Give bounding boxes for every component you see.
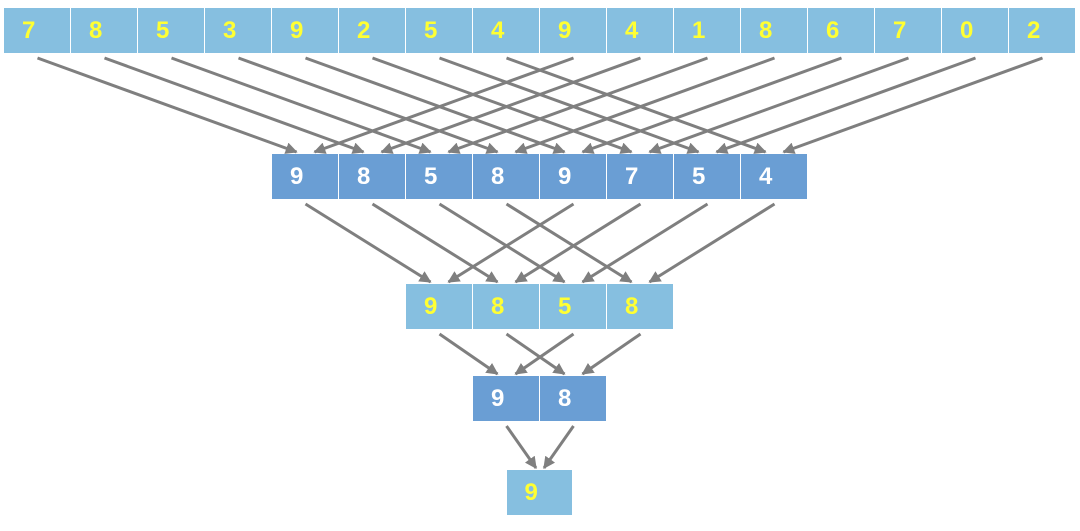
arrow-level-3-cell-0 [505, 425, 538, 469]
arrow-level-0-cell-5 [371, 56, 633, 154]
level-0-cell: 2 [1009, 8, 1075, 53]
level-3-cell: 9 [473, 376, 539, 421]
arrow-level-2-cell-2 [514, 332, 575, 376]
level-0-cell: 8 [71, 8, 137, 53]
level-0-cell: 5 [406, 8, 472, 53]
level-0-cell: 9 [540, 8, 606, 53]
level-0-cell: 3 [205, 8, 271, 53]
level-2-cell: 8 [473, 284, 539, 329]
arrow-level-0-cell-6 [438, 56, 700, 154]
arrow-level-1-cell-1 [371, 202, 499, 284]
level-4-cell: 9 [506, 470, 572, 515]
arrow-level-2-cell-3 [581, 332, 642, 376]
level-0-cell: 8 [741, 8, 807, 53]
arrow-level-0-cell-12 [581, 56, 843, 154]
arrow-level-1-cell-3 [505, 202, 633, 284]
level-2-cell: 5 [540, 284, 606, 329]
level-2-cell: 8 [607, 284, 673, 329]
arrow-level-1-cell-7 [648, 202, 776, 284]
arrow-level-2-cell-0 [438, 332, 499, 376]
arrow-level-0-cell-4 [304, 56, 566, 154]
level-1-cell: 4 [741, 154, 807, 199]
level-1-cell: 8 [473, 154, 539, 199]
level-0-cell: 6 [808, 8, 874, 53]
level-0-cell: 4 [607, 8, 673, 53]
level-0-cell: 2 [339, 8, 405, 53]
arrow-level-2-cell-1 [505, 332, 566, 376]
arrow-level-0-cell-13 [648, 56, 910, 154]
arrow-level-0-cell-3 [237, 56, 499, 154]
level-1-cell: 9 [272, 154, 338, 199]
arrow-level-0-cell-7 [505, 56, 767, 154]
arrow-level-1-cell-5 [514, 202, 642, 284]
level-3-cell: 8 [540, 376, 606, 421]
arrow-level-0-cell-9 [380, 56, 642, 154]
level-1-cell: 7 [607, 154, 673, 199]
arrow-level-0-cell-1 [103, 56, 365, 154]
level-0-cell: 7 [4, 8, 70, 53]
arrow-level-0-cell-14 [715, 56, 977, 154]
arrow-level-3-cell-1 [542, 425, 575, 469]
level-1-cell: 8 [339, 154, 405, 199]
level-1-cell: 5 [406, 154, 472, 199]
arrow-level-0-cell-11 [514, 56, 776, 154]
level-0-cell: 0 [942, 8, 1008, 53]
arrow-level-0-cell-8 [313, 56, 575, 154]
level-0-cell: 1 [674, 8, 740, 53]
level-0-cell: 9 [272, 8, 338, 53]
arrow-level-1-cell-4 [447, 202, 575, 284]
level-0-cell: 7 [875, 8, 941, 53]
level-0-cell: 4 [473, 8, 539, 53]
level-0-cell: 5 [138, 8, 204, 53]
arrow-level-1-cell-2 [438, 202, 566, 284]
level-1-cell: 9 [540, 154, 606, 199]
arrow-level-0-cell-10 [447, 56, 709, 154]
arrow-level-0-cell-15 [782, 56, 1044, 154]
arrow-level-1-cell-6 [581, 202, 709, 284]
arrow-level-0-cell-2 [170, 56, 432, 154]
level-1-cell: 5 [674, 154, 740, 199]
level-2-cell: 9 [406, 284, 472, 329]
arrow-level-0-cell-0 [36, 56, 298, 154]
arrow-level-1-cell-0 [304, 202, 432, 284]
